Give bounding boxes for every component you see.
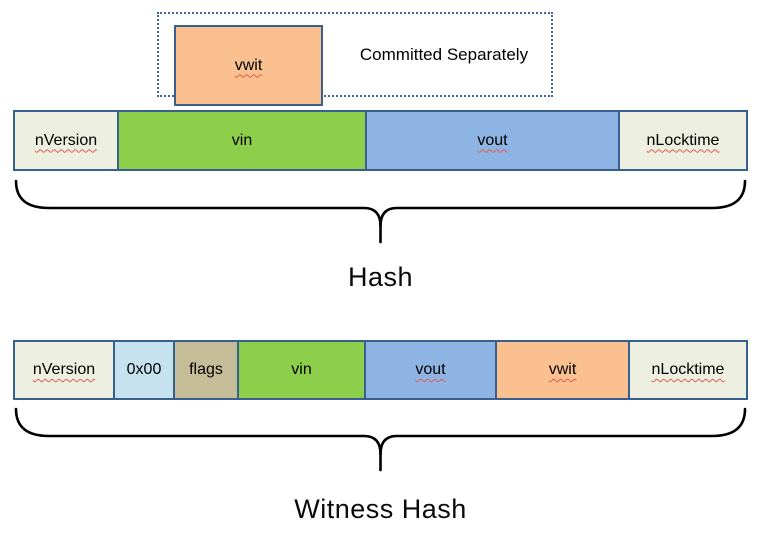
- hash-row: nVersion vin vout nLocktime: [13, 110, 748, 171]
- witness-cell-flags: flags: [173, 340, 239, 400]
- witness-cell-0x00-label: 0x00: [126, 361, 162, 378]
- legend-caption: Committed Separately: [359, 44, 529, 64]
- hash-cell-nlocktime: nLocktime: [618, 110, 748, 171]
- witness-cell-vin-label: vin: [291, 361, 312, 378]
- hash-label: Hash: [347, 262, 414, 292]
- legend-vwit-block: vwit: [174, 25, 323, 106]
- witness-row: nVersion 0x00 flags vin vout vwit nLockt…: [13, 340, 748, 400]
- witness-cell-nversion-label: nVersion: [32, 361, 96, 378]
- hash-cell-nversion: nVersion: [13, 110, 119, 171]
- hash-cell-nversion-label: nVersion: [34, 131, 98, 149]
- witness-cell-nlocktime-label: nLocktime: [651, 361, 725, 378]
- witness-cell-flags-label: flags: [189, 361, 223, 378]
- hash-cell-vin: vin: [117, 110, 367, 171]
- hash-brace: [14, 179, 747, 244]
- witness-cell-vout: vout: [364, 340, 497, 400]
- witness-cell-vout-label: vout: [415, 361, 446, 378]
- hash-cell-vout: vout: [365, 110, 620, 171]
- witness-brace: [14, 407, 747, 472]
- hash-cell-vout-label: vout: [477, 131, 508, 149]
- hash-cell-vin-label: vin: [231, 131, 253, 149]
- hash-cell-nlocktime-label: nLocktime: [646, 131, 720, 149]
- witness-hash-label: Witness Hash: [294, 494, 467, 524]
- legend-vwit-label: vwit: [234, 56, 263, 74]
- legend-box: vwit Committed Separately: [157, 12, 553, 106]
- witness-cell-vin: vin: [237, 340, 366, 400]
- witness-cell-0x00: 0x00: [113, 340, 175, 400]
- witness-cell-vwit-label: vwit: [548, 361, 577, 378]
- witness-cell-vwit: vwit: [495, 340, 630, 400]
- witness-cell-nversion: nVersion: [13, 340, 115, 400]
- witness-cell-nlocktime: nLocktime: [628, 340, 748, 400]
